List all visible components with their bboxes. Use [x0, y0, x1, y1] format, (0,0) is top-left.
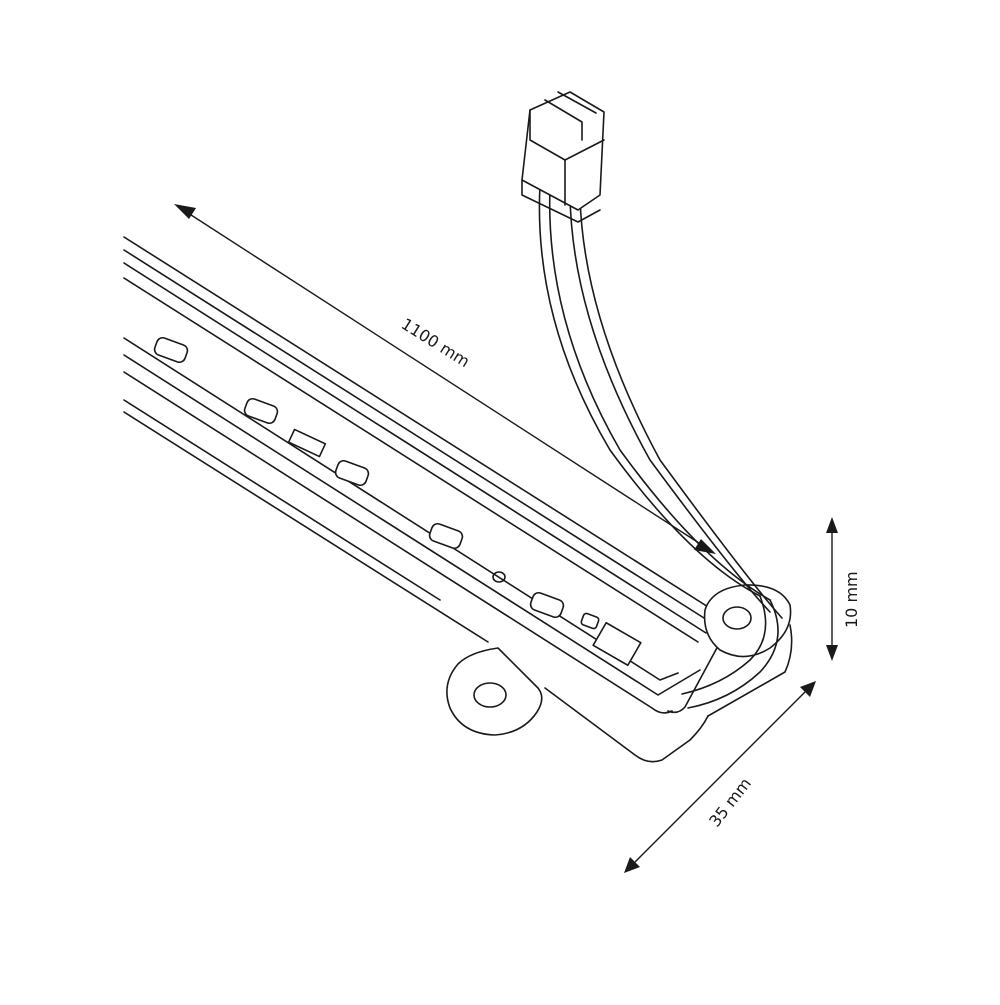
profile-inner-rim-1 [123, 249, 716, 626]
connector-top-step [544, 99, 583, 141]
width-arrow-top [800, 681, 816, 697]
height-arrow-top [826, 517, 838, 533]
led-chip-5 [529, 591, 565, 619]
end-cap-hole [722, 606, 752, 630]
width-dimension-line [634, 691, 806, 863]
cable-loop-outer [687, 599, 779, 709]
cable-loop-inner [681, 595, 767, 695]
profile-lens-edge [123, 337, 679, 681]
cable-right-outer [579, 197, 783, 619]
dimension-height: 10 mm [826, 517, 861, 661]
cable-left-outer [538, 184, 761, 597]
led-chip-2 [243, 397, 279, 425]
profile-front-top [123, 371, 673, 714]
led-chip-1 [153, 336, 189, 364]
led-components [153, 336, 642, 667]
profile-front-mid [123, 399, 441, 601]
connector-housing [521, 91, 605, 211]
connector-front-face [529, 109, 605, 161]
led-chip-4 [428, 522, 464, 550]
profile-end-cap-bottom [544, 687, 709, 763]
component-dot [492, 571, 506, 583]
width-arrow-bottom [624, 857, 640, 873]
small-component [580, 612, 600, 630]
length-arrow-right [694, 539, 716, 554]
profile-inner-rim-2 [123, 262, 707, 634]
length-dimension-label: 1100 mm [398, 314, 473, 371]
length-arrow-left [174, 204, 196, 219]
profile-inner-rim-3 [123, 277, 699, 643]
height-dimension-label: 10 mm [842, 571, 861, 628]
led-bar-profile [123, 236, 793, 763]
mounting-tab-hole [473, 682, 507, 708]
length-dimension-line [187, 212, 703, 546]
mounting-tab [446, 647, 543, 736]
mounting-tab-body [446, 647, 543, 736]
resistor-1 [287, 428, 327, 458]
connector-base [521, 179, 601, 223]
dimension-length: 1100 mm [174, 204, 716, 554]
height-arrow-bottom [826, 645, 838, 661]
led-chip-3 [334, 459, 370, 487]
cable-connector [521, 91, 605, 223]
cable-right-inner [569, 194, 771, 613]
power-cable [538, 184, 783, 709]
connector-top-rib [557, 91, 597, 114]
cable-left-inner [548, 186, 771, 601]
driver-ic [592, 621, 642, 667]
profile-end-cap-side [707, 624, 793, 717]
profile-bottom-edge [123, 411, 489, 643]
profile-lens-lower-edge [123, 354, 701, 696]
width-dimension-label: 35 mm [705, 774, 755, 830]
